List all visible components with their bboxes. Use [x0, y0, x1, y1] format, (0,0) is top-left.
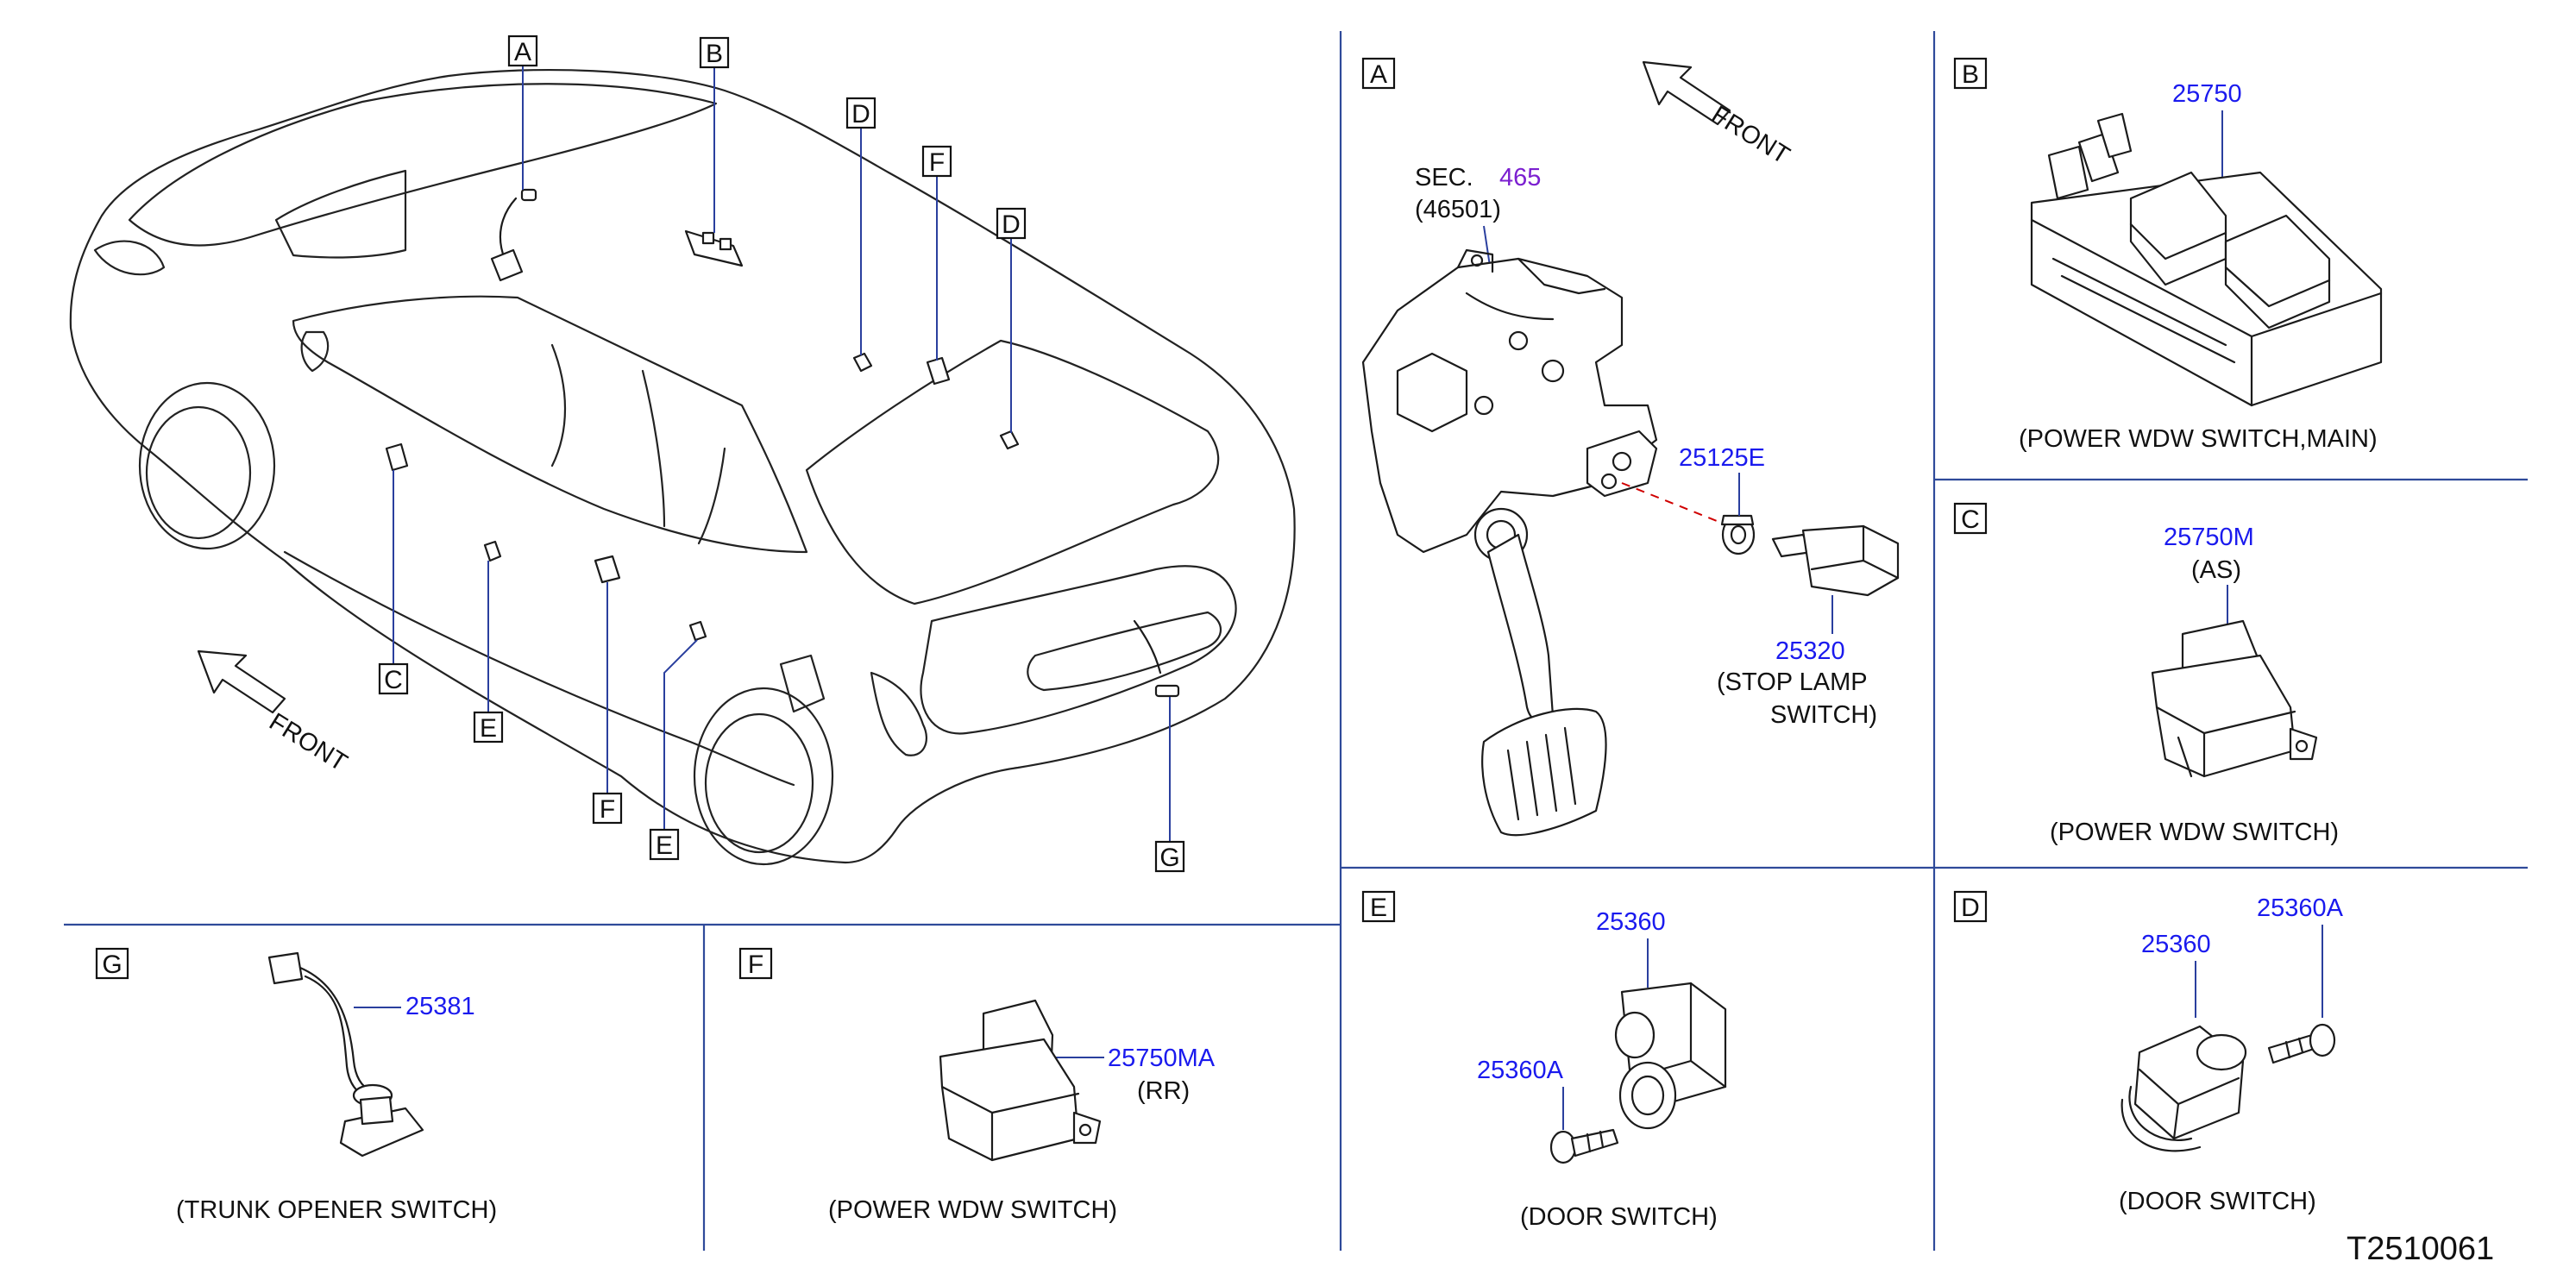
callout-g: G — [1154, 840, 1185, 873]
panel-e: E 25360 25360A (DOOR SWITCH) — [1361, 890, 1727, 1231]
panel-f: F 25750MA (RR) (POWER WDW SWITCH) — [738, 947, 1216, 1224]
panel-d-caption: (DOOR SWITCH) — [2119, 1188, 2316, 1215]
overview-front-label: FRONT — [264, 708, 352, 777]
part-25750: 25750 — [2172, 80, 2242, 108]
overview-callouts: A B D F D C E F — [378, 35, 1185, 873]
callout-f-2: F — [592, 792, 623, 825]
callout-d-1: D — [845, 97, 876, 129]
overview-leader-lines — [393, 66, 1171, 842]
panel-a: A FRONT SEC. 465 (46501) — [1361, 57, 1900, 837]
callout-a: A — [507, 35, 538, 67]
panel-f-caption: (POWER WDW SWITCH) — [828, 1196, 1117, 1224]
panel-b-letter: B — [1962, 60, 1979, 89]
svg-text:D: D — [1002, 210, 1021, 239]
part-25320: 25320 — [1775, 637, 1845, 665]
panel-divider-lines — [64, 31, 2528, 1251]
door-switch-screw-e — [1549, 1128, 1619, 1164]
panel-d-letter: D — [1961, 894, 1980, 922]
callout-c: C — [378, 662, 409, 695]
panel-a-front-arrow: FRONT — [1642, 60, 1794, 170]
part-e-25360: 25360 — [1596, 908, 1666, 936]
brake-pedal-assembly — [1361, 248, 1658, 837]
panel-f-letter: F — [748, 951, 763, 979]
door-switch-screw-d — [2267, 1023, 2336, 1064]
panel-b: B 25750 (POWER WDW SWITCH,MAIN) — [1953, 57, 2383, 453]
callout-e-1: E — [473, 711, 504, 744]
overview-front-arrow: FRONT — [197, 649, 352, 777]
panel-c-letter: C — [1961, 505, 1980, 534]
car-overview — [69, 68, 1296, 866]
svg-text:D: D — [851, 100, 870, 129]
panel-g-caption: (TRUNK OPENER SWITCH) — [176, 1196, 497, 1224]
door-switch-25360-e — [1614, 982, 1727, 1130]
callout-b: B — [699, 36, 730, 69]
clip-25125e — [1720, 514, 1756, 555]
panel-a-letter: A — [1370, 60, 1387, 89]
part-25381: 25381 — [405, 993, 475, 1020]
stop-lamp-switch-25320 — [1771, 524, 1900, 597]
callout-d-2: D — [996, 207, 1027, 240]
svg-text:A: A — [514, 38, 531, 66]
svg-text:E: E — [480, 714, 497, 743]
svg-text:F: F — [600, 795, 615, 824]
callout-e-2: E — [649, 828, 680, 861]
power-window-switch-25750m — [2151, 619, 2318, 778]
overview-parts — [385, 188, 1180, 698]
panel-c: C 25750M (AS) (POWER WDW SWITCH) — [1953, 502, 2339, 846]
sec-prefix: SEC. — [1415, 164, 1473, 191]
power-window-switch-25750ma — [939, 999, 1102, 1162]
panel-e-caption: (DOOR SWITCH) — [1520, 1203, 1718, 1231]
panel-c-note: (AS) — [2191, 556, 2241, 584]
trunk-opener-switch-25381 — [267, 951, 424, 1158]
panel-g: G 25381 (TRUNK OPENER SWITCH) — [95, 947, 497, 1224]
drawing-id: T2510061 — [2347, 1231, 2494, 1267]
sec-sub: (46501) — [1415, 196, 1501, 223]
svg-text:G: G — [1159, 844, 1179, 872]
panel-c-caption: (POWER WDW SWITCH) — [2050, 819, 2339, 846]
panel-d: D 25360A 25360 (DOOR SWITCH) — [1953, 890, 2344, 1215]
callout-f-1: F — [921, 145, 952, 178]
sec-number: 465 — [1499, 164, 1541, 191]
panel-g-letter: G — [102, 951, 122, 979]
part-25750m: 25750M — [2164, 524, 2254, 551]
part-25750ma: 25750MA — [1108, 1045, 1216, 1072]
svg-text:C: C — [384, 666, 403, 694]
main-window-switch-25750 — [2030, 112, 2383, 407]
panel-f-note: (RR) — [1137, 1077, 1190, 1105]
part-25125e: 25125E — [1679, 444, 1765, 472]
svg-text:B: B — [706, 40, 723, 68]
part-d-25360: 25360 — [2141, 931, 2211, 958]
svg-text:E: E — [656, 831, 673, 860]
stop-lamp-caption-1: (STOP LAMP — [1717, 668, 1868, 696]
part-d-25360a: 25360A — [2257, 894, 2344, 922]
panel-b-caption: (POWER WDW SWITCH,MAIN) — [2019, 425, 2378, 453]
panel-a-front-label: FRONT — [1706, 101, 1794, 170]
part-e-25360a: 25360A — [1477, 1057, 1564, 1084]
stop-lamp-caption-2: SWITCH) — [1770, 701, 1877, 729]
panel-e-letter: E — [1370, 894, 1387, 922]
svg-text:F: F — [929, 148, 945, 177]
door-switch-25360-d — [2120, 1025, 2247, 1152]
